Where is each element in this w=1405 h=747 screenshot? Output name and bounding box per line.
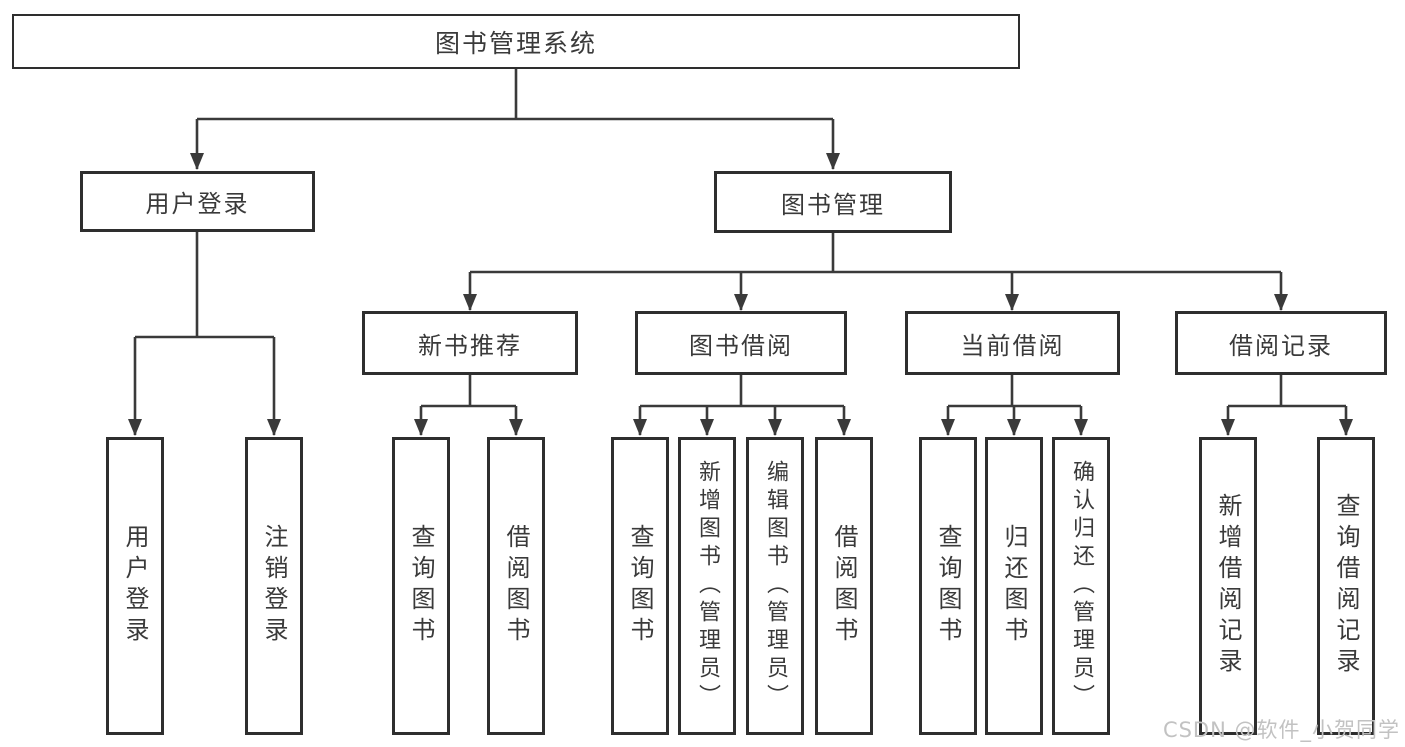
watermark: CSDN @软件_小贺同学: [1162, 718, 1400, 742]
node-new-book-recommendation: 新书推荐: [362, 311, 578, 375]
leaf-user-login: 用户登录: [106, 437, 164, 735]
leaf-logout-login: 注销登录: [245, 437, 303, 735]
leaf-borrow-edit-books-admin: 编辑图书（管理员）: [746, 437, 804, 735]
leaf-current-query-books: 查询图书: [919, 437, 977, 735]
node-book-management: 图书管理: [714, 171, 952, 233]
leaf-current-confirm-return-admin: 确认归还（管理员）: [1052, 437, 1110, 735]
leaf-records-add-borrow-record: 新增借阅记录: [1199, 437, 1257, 735]
leaf-borrow-query-books: 查询图书: [611, 437, 669, 735]
leaf-newbook-borrow-books: 借阅图书: [487, 437, 545, 735]
leaf-borrow-add-books-admin: 新增图书（管理员）: [678, 437, 736, 735]
node-current-borrowing: 当前借阅: [905, 311, 1120, 375]
node-root: 图书管理系统: [12, 14, 1020, 69]
node-book-borrowing: 图书借阅: [635, 311, 847, 375]
leaf-records-query-borrow-record: 查询借阅记录: [1317, 437, 1375, 735]
leaf-newbook-query-books: 查询图书: [392, 437, 450, 735]
leaf-borrow-borrow-books: 借阅图书: [815, 437, 873, 735]
node-borrowing-records: 借阅记录: [1175, 311, 1387, 375]
leaf-current-return-books: 归还图书: [985, 437, 1043, 735]
node-user-login: 用户登录: [80, 171, 315, 232]
